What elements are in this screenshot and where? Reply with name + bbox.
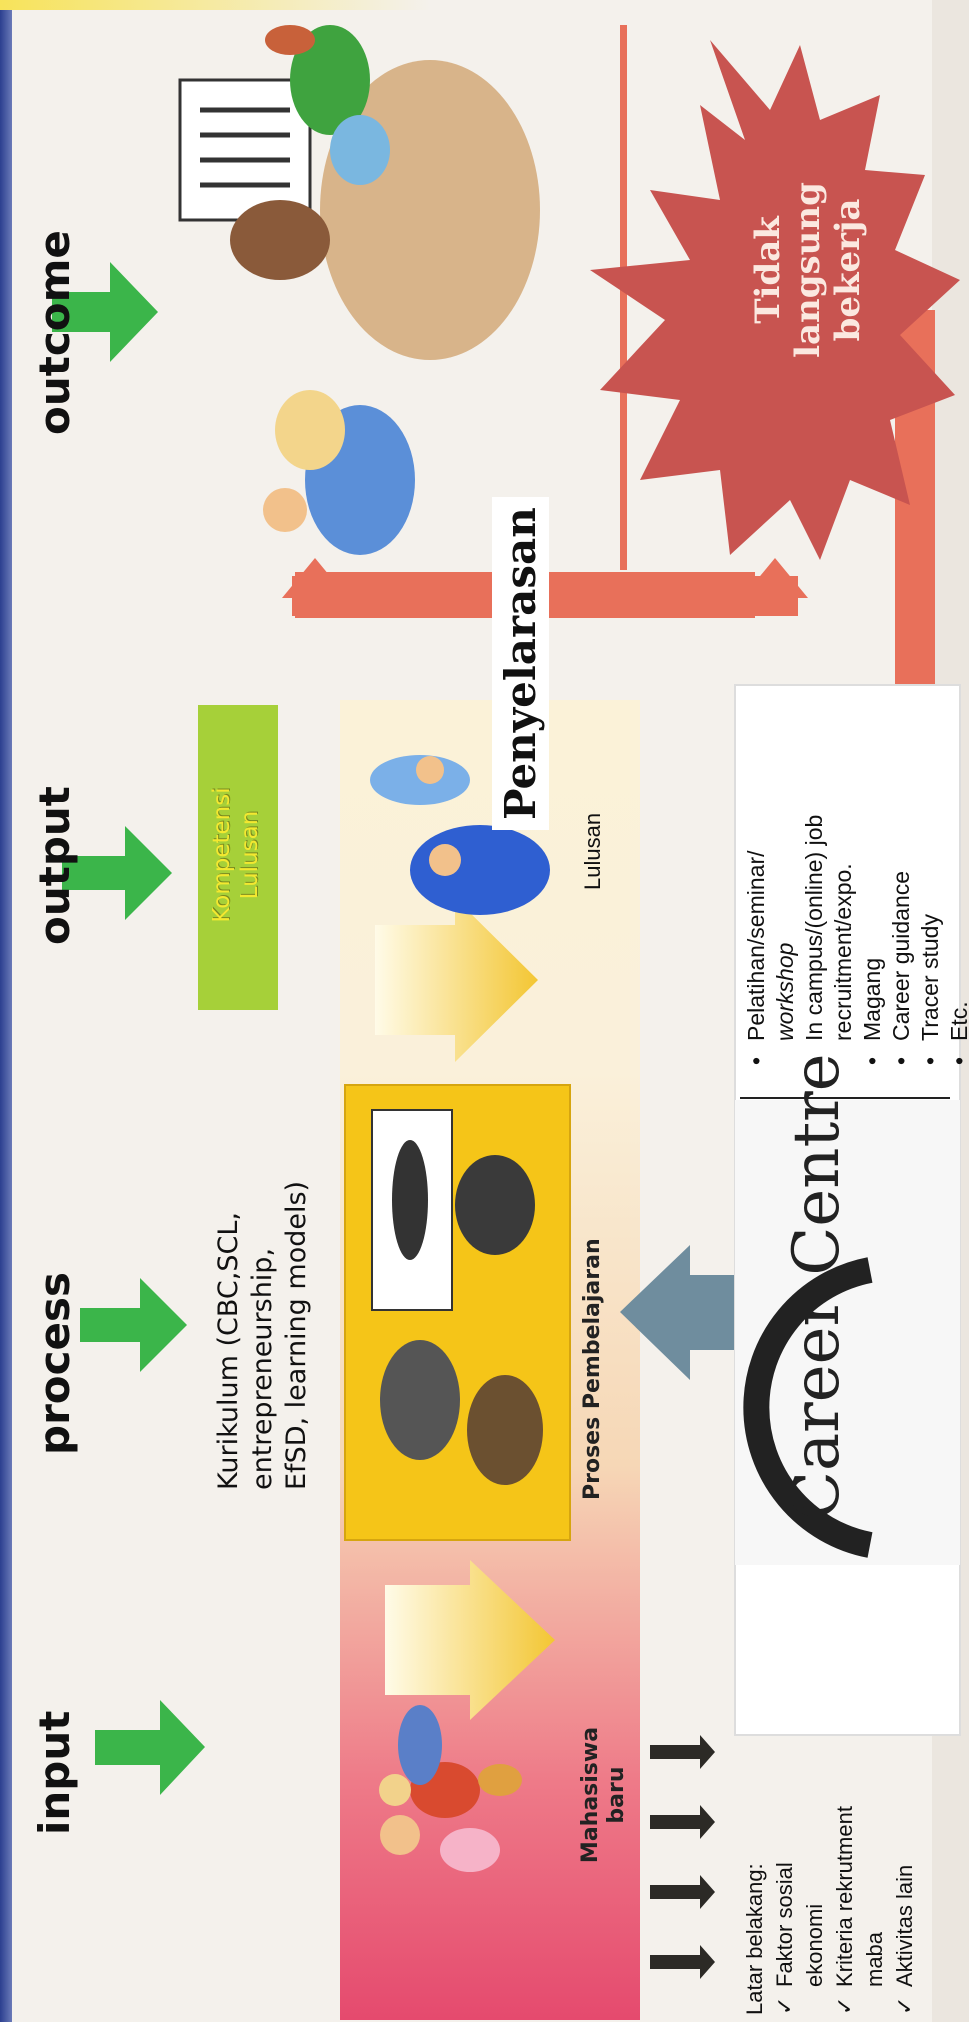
gray-arrow — [620, 1245, 740, 1380]
curriculum-text: Kurikulum (CBC,SCL, entrepreneurship, Ef… — [212, 1181, 314, 1490]
mahasiswa-baru-label: Mahasiswa baru — [578, 1725, 630, 1865]
yellow-arrow-1 — [385, 1560, 555, 1720]
career-item-4: •Career guidance — [888, 870, 914, 1065]
green-arrow-outcome — [52, 262, 158, 362]
curriculum-line-3: EfSD, learning models) — [281, 1180, 312, 1490]
career-centre-logo: Career Centre — [780, 1053, 854, 1520]
learning-panel-figures — [380, 1140, 543, 1485]
coral-bar-left-stem — [292, 576, 338, 616]
latar-item-1: ✓Faktor sosial — [772, 1862, 797, 2015]
left-edge-strip — [0, 0, 12, 2022]
stage-label-process: process — [30, 1271, 79, 1455]
career-item-6: •Etc. — [946, 1001, 969, 1065]
latar-item-1b: ekonomi — [802, 1903, 827, 1987]
curriculum-line-1: Kurikulum (CBC,SCL, — [213, 1212, 244, 1490]
green-arrows — [52, 262, 205, 1795]
career-item-1b: workshop — [772, 942, 798, 1041]
green-arrow-process — [80, 1278, 187, 1372]
tidak-line-1: Tidak — [748, 216, 788, 324]
stage-label-output: output — [30, 786, 79, 945]
career-item-5: •Tracer study — [917, 914, 943, 1065]
mahasiswa-line-2: baru — [604, 1766, 629, 1824]
lulusan-illustration — [370, 755, 550, 915]
kompetensi-line-2: Lulusan — [237, 810, 263, 900]
latar-item-2b: maba — [862, 1931, 887, 1987]
coral-bar-right-stem — [752, 576, 798, 616]
career-item-3: •Magang — [859, 957, 885, 1065]
coral-divider — [620, 25, 627, 570]
mahasiswa-line-1: Mahasiswa — [578, 1726, 603, 1864]
tidak-line-2: langsung — [788, 182, 828, 358]
tidak-bekerja-star — [590, 40, 960, 560]
stage-label-outcome: outcome — [30, 230, 79, 435]
penyelarasan-label: Penyelarasan — [492, 497, 549, 830]
curriculum-line-2: entrepreneurship, — [247, 1247, 278, 1490]
proses-pembelajaran-label: Proses Pembelajaran — [580, 1238, 605, 1500]
career-centre-list: •Pelatihan/seminar/ workshop •In campus/… — [742, 815, 969, 1065]
mahasiswa-illustration — [379, 1705, 522, 1872]
career-item-1: •Pelatihan/seminar/ — [743, 850, 769, 1066]
kompetensi-label: Kompetensi Lulusan — [208, 715, 264, 995]
career-item-2b: recruitment/expo. — [830, 863, 856, 1041]
kompetensi-line-1: Kompetensi — [209, 787, 235, 923]
green-arrow-input — [95, 1700, 205, 1795]
latar-item-2: ✓Kriteria rekrutment — [832, 1806, 857, 2015]
kompetensi-box — [198, 705, 278, 1010]
meeting-illustration — [178, 25, 540, 555]
background-factor-arrows — [650, 1735, 715, 1979]
tidak-line-3: bekerja — [828, 198, 868, 342]
yellow-arrow-2 — [375, 898, 538, 1062]
top-edge-strip — [0, 0, 430, 10]
lulusan-label: Lulusan — [580, 812, 605, 890]
green-arrow-output — [62, 826, 172, 920]
career-logo-c-arc — [743, 1257, 873, 1558]
latar-belakang-list: Latar belakang: ✓Faktor sosial ekonomi ✓… — [740, 1806, 920, 2015]
stage-label-input: input — [30, 1710, 79, 1835]
tidak-bekerja-label: Tidak langsung bekerja — [748, 110, 868, 430]
latar-item-3: ✓Aktivitas lain — [892, 1864, 917, 2015]
career-item-2: •In campus/(online) job — [801, 814, 827, 1065]
latar-title: Latar belakang: — [742, 1863, 767, 2015]
background-factor-arrow-shafts — [650, 1748, 700, 1966]
